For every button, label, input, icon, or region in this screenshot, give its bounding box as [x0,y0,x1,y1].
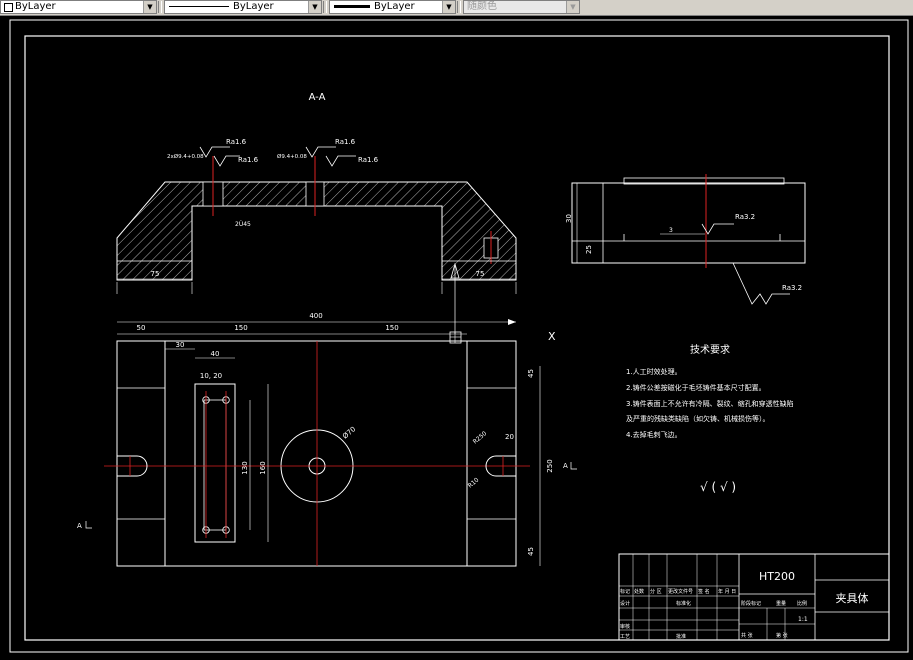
title-cell: 工艺 [620,634,630,640]
lineweight-dropdown-value: ByLayer [374,1,415,12]
roughness-symbol: √ ( √ ) [700,480,736,494]
title-cell: 重量 [776,600,786,607]
section-label: A-A [309,92,326,103]
title-cell: 批准 [676,633,686,640]
tech-item: 4.去掉毛刺飞边。 [626,430,682,439]
dimension-label: 75 [476,270,485,278]
roughness-label: Ra1.6 [358,156,379,164]
dimension-label: 45 [527,547,535,556]
roughness-label: Ra1.6 [238,156,259,164]
dimension-label: R10 [467,476,481,489]
dimension-label: 250 [546,459,554,472]
dimension-label: 400 [309,312,322,320]
plotstyle-dropdown: 随颜色 ▼ [463,0,580,14]
color-dropdown[interactable]: ByLayer ▼ [0,0,157,14]
tech-item: 3.铸件表面上不允许有冷隔、裂纹、缩孔和穿透性缺陷 [626,399,794,408]
part-name: 夹具体 [836,591,869,605]
tech-requirements: 技术要求 1.人工时效处理。 2.铸件公差按磁化于毛坯铸件基本尺寸配置。 3.铸… [626,343,794,494]
chevron-down-icon[interactable]: ▼ [143,1,156,13]
chevron-down-icon[interactable]: ▼ [442,1,455,13]
side-view: Ra3.2 3 30 25 Ra3.2 [565,174,806,305]
scale-label: 1:1 [798,616,808,623]
roughness-label: Ra3.2 [782,284,802,292]
title-block: HT200 夹具体 1:1 标记 处数 分 区 更改文件号 签 名 年 月 日 … [618,553,890,641]
color-dropdown-value: ByLayer [15,1,56,12]
toolbar-separator [323,1,327,13]
color-swatch-icon [4,3,13,12]
chevron-down-icon: ▼ [566,1,579,13]
title-cell: 分 区 [650,588,662,595]
dimension-label: 25 [585,245,593,254]
outer-frame [9,19,909,653]
dimension-label: 10, 20 [200,372,222,380]
tolerance-label: 2xØ9.4+0.08 [167,153,204,160]
title-cell: 阶段标记 [741,600,761,607]
title-cell: 签 名 [698,588,710,595]
lineweight-dropdown[interactable]: ByLayer ▼ [329,0,456,14]
linetype-dropdown-value: ByLayer [233,1,274,12]
properties-toolbar: ByLayer ▼ ByLayer ▼ ByLayer ▼ 随颜色 ▼ [0,0,913,16]
dimension-label: 75 [151,270,160,278]
title-cell: 更改文件号 [668,588,693,595]
title-cell: 处数 [634,588,644,595]
title-cell: 审核 [620,623,630,630]
inner-frame [24,35,890,641]
material-label: HT200 [759,570,795,583]
title-cell: 比例 [797,600,807,607]
dimension-label: 130 [241,461,249,474]
top-view: 400 50 150 150 30 40 10, 20 130 160 250 … [77,312,577,567]
tech-item: 1.人工时效处理。 [626,367,682,376]
chamfer-label: 2Ù45 [235,221,251,228]
tech-item: 及严重的残缺类缺陷（如欠铸、机械损伤等）。 [626,414,770,423]
tech-title: 技术要求 [690,343,730,356]
title-cell: 设计 [620,600,630,607]
title-cell: 共 张 [741,632,753,639]
section-marker: A [563,462,568,470]
dimension-label: 3 [669,227,673,234]
roughness-label: Ra1.6 [335,138,356,146]
title-cell: 标准化 [676,600,691,607]
title-cell: 年 月 日 [718,588,736,595]
plotstyle-dropdown-value: 随颜色 [467,1,497,12]
lineweight-preview-icon [334,5,370,8]
view-arrow-label: X [548,330,556,343]
dimension-label: 150 [385,324,398,332]
dimension-label: 30 [565,214,573,223]
dimension-label: Ø70 [341,425,357,440]
dimension-label: R250 [472,430,489,446]
title-cell: 第 张 [776,632,788,639]
drawing-svg: A-A Ra1.6 Ra1.6 Ra1.6 Ra1.6 2xØ9.4+0.08 … [9,19,909,653]
dimension-label: 45 [527,369,535,378]
drawing-canvas[interactable]: A-A Ra1.6 Ra1.6 Ra1.6 Ra1.6 2xØ9.4+0.08 … [0,16,913,660]
section-marker: A [77,522,82,530]
roughness-label: Ra3.2 [735,213,755,221]
dimension-label: 160 [259,461,267,474]
dimension-label: 40 [211,350,220,358]
toolbar-separator [158,1,162,13]
roughness-label: Ra1.6 [226,138,247,146]
dimension-label: 20 [505,433,514,441]
dimension-label: 150 [234,324,247,332]
linetype-dropdown[interactable]: ByLayer ▼ [164,0,322,14]
dimension-label: 30 [176,341,185,349]
tech-item: 2.铸件公差按磁化于毛坯铸件基本尺寸配置。 [626,383,766,392]
chevron-down-icon[interactable]: ▼ [308,1,321,13]
toolbar-separator [457,1,461,13]
section-view: Ra1.6 Ra1.6 Ra1.6 Ra1.6 2xØ9.4+0.08 Ø9.4… [116,138,517,344]
dimension-label: 50 [137,324,146,332]
linetype-preview-icon [169,6,229,7]
tolerance-label: Ø9.4+0.08 [277,153,307,160]
title-cell: 标记 [620,588,630,595]
